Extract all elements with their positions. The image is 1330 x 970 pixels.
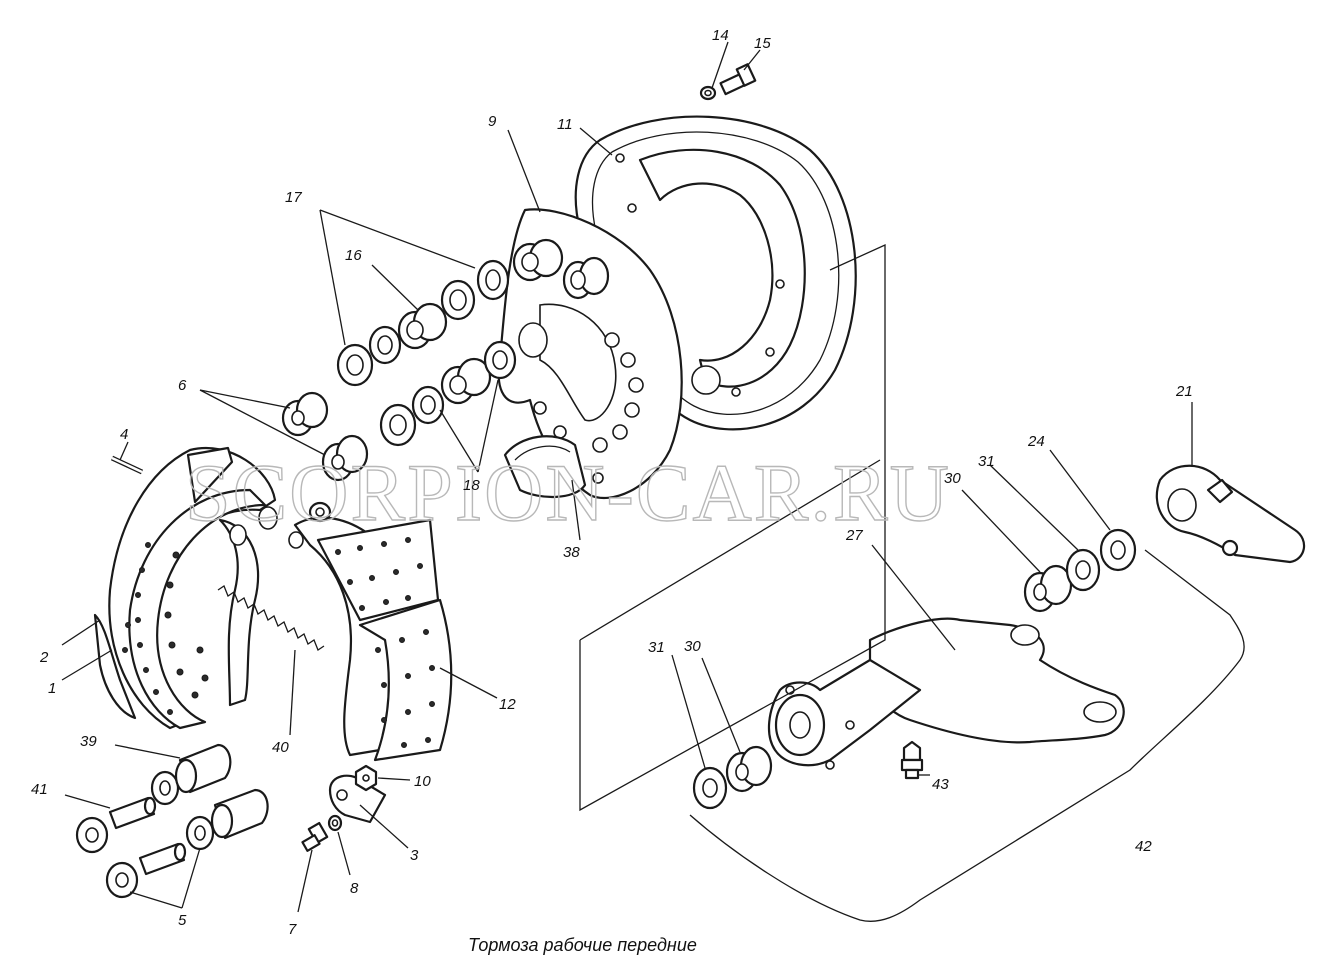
callout-27: 27 xyxy=(845,527,863,544)
bushing-part xyxy=(562,256,610,300)
leader-lines xyxy=(61,41,1193,913)
callout-24: 24 xyxy=(1027,433,1045,450)
callout-2: 2 xyxy=(39,649,49,666)
callout-18: 18 xyxy=(463,477,480,494)
callout-41: 41 xyxy=(31,781,48,798)
lower-washers xyxy=(692,745,773,810)
upper-washers xyxy=(1023,528,1137,613)
bolt-part xyxy=(719,63,757,96)
slack-adjuster-part xyxy=(1155,464,1306,564)
callout-31-lower: 31 xyxy=(648,639,665,656)
callout-16: 16 xyxy=(345,247,362,264)
assembly-bracket-lines xyxy=(579,243,1245,922)
callout-30-lower: 30 xyxy=(684,638,701,655)
right-brake-shoe xyxy=(288,501,453,762)
callout-10: 10 xyxy=(414,773,431,790)
diagram-caption: Тормоза рабочие передние xyxy=(468,935,697,955)
callout-7: 7 xyxy=(288,921,297,938)
nut-part xyxy=(354,764,378,792)
grease-nipple-part xyxy=(900,740,924,780)
spacer-washers xyxy=(336,259,517,447)
bushing-part xyxy=(512,238,564,282)
callout-38: 38 xyxy=(563,544,580,561)
callout-42: 42 xyxy=(1135,838,1152,855)
washer-part xyxy=(699,85,717,101)
callout-31-upper: 31 xyxy=(978,453,995,470)
callout-30-upper: 30 xyxy=(944,470,961,487)
callout-12: 12 xyxy=(499,696,516,713)
small-bolt-part xyxy=(301,821,329,852)
camshaft-bracket-part xyxy=(767,617,1125,770)
callout-21: 21 xyxy=(1175,383,1193,400)
shoe-pin-part xyxy=(110,455,144,475)
small-washer-part xyxy=(327,814,343,832)
callout-9: 9 xyxy=(488,113,497,130)
callout-3: 3 xyxy=(410,847,419,864)
callout-40: 40 xyxy=(272,739,289,756)
callout-43: 43 xyxy=(932,776,949,793)
callout-6: 6 xyxy=(178,377,187,394)
left-brake-shoe xyxy=(93,446,278,730)
callout-8: 8 xyxy=(350,880,359,897)
callout-1: 1 xyxy=(48,680,56,697)
callout-14: 14 xyxy=(712,27,729,44)
return-spring-part xyxy=(217,585,325,651)
callout-11: 11 xyxy=(557,116,573,133)
callout-4: 4 xyxy=(120,426,128,443)
callout-17: 17 xyxy=(285,189,302,206)
watermark-text: SCORPION-CAR.RU xyxy=(185,447,951,538)
cam-bracket-part xyxy=(503,435,587,499)
shoe-bushings xyxy=(281,391,369,482)
callout-5: 5 xyxy=(178,912,187,929)
callout-15: 15 xyxy=(754,35,771,52)
roller-parts xyxy=(75,743,269,899)
callout-labels: 14 15 9 11 17 16 6 4 18 38 2 1 12 40 39 … xyxy=(31,27,1193,938)
callout-39: 39 xyxy=(80,733,97,750)
